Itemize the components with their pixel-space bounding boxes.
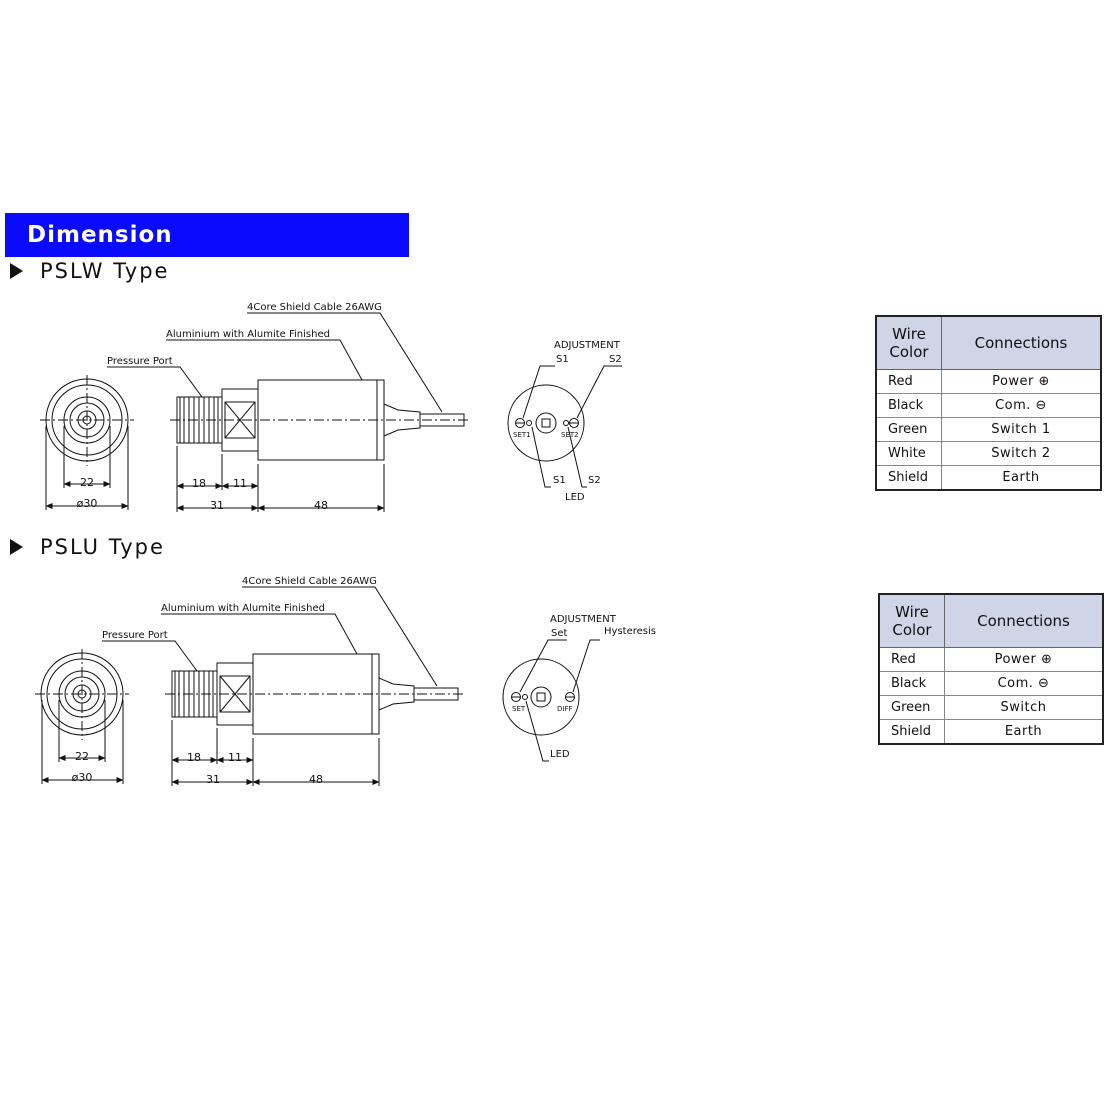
connection-cell: Earth (944, 719, 1104, 745)
bottom-s1: S1 (553, 475, 566, 486)
pslu-labels: 4Core Shield Cable 26AWG Aluminium with … (72, 576, 656, 786)
pslw-drawing (40, 312, 622, 512)
triangle-bullet-icon (10, 263, 23, 279)
dim-front: 31 (206, 773, 220, 786)
section-title-text: PSLW Type (40, 259, 170, 283)
set1-label: SET1 (513, 431, 531, 439)
wire-cell: Red (875, 369, 942, 394)
section-title-pslw: PSLW Type (10, 259, 169, 283)
header-banner: Dimension (5, 213, 409, 257)
adjust-s1: S1 (556, 354, 569, 365)
dim-thread: 18 (192, 477, 206, 490)
led-label: LED (565, 492, 585, 503)
dim-inner: 22 (80, 476, 94, 489)
pslw-side-view (107, 312, 470, 512)
dim-front: 31 (210, 499, 224, 512)
port-label: Pressure Port (107, 356, 173, 367)
bottom-s2: S2 (588, 475, 601, 486)
wire-cell: Green (878, 695, 945, 720)
connections-header: Connections (944, 593, 1104, 648)
section-title-text: PSLU Type (40, 535, 165, 559)
connection-cell: Power ⊕ (944, 647, 1104, 672)
dim-outer: ø30 (72, 771, 93, 784)
pslu-side-view (102, 586, 464, 786)
connection-cell: Com. ⊖ (941, 393, 1102, 418)
wire-cell: Shield (878, 719, 945, 745)
adjust-title: ADJUSTMENT (550, 614, 617, 625)
cable-label: 4Core Shield Cable 26AWG (242, 576, 377, 587)
wire-cell: Black (878, 671, 945, 696)
connection-cell: Switch 2 (941, 441, 1102, 466)
section-title-pslu: PSLU Type (10, 535, 165, 559)
pslu-drawing (35, 586, 600, 786)
set2-label: SET2 (561, 431, 579, 439)
dim-hex: 11 (233, 477, 247, 490)
set-label: Set (551, 628, 568, 639)
wire-cell: Green (875, 417, 942, 442)
cable-label: 4Core Shield Cable 26AWG (247, 302, 382, 313)
dim-body: 48 (314, 499, 328, 512)
connection-cell: Switch 1 (941, 417, 1102, 442)
port-label: Pressure Port (102, 630, 168, 641)
wire-cell: Shield (875, 465, 942, 491)
wire-cell: White (875, 441, 942, 466)
body-label: Aluminium with Alumite Finished (166, 329, 330, 340)
pslw-front-view (40, 375, 134, 510)
connection-cell: Power ⊕ (941, 369, 1102, 394)
dim-hex: 11 (228, 751, 242, 764)
led-label: LED (550, 749, 570, 760)
dim-outer: ø30 (77, 497, 98, 510)
connection-cell: Com. ⊖ (944, 671, 1104, 696)
adjust-s2: S2 (609, 354, 622, 365)
page-title: Dimension (27, 222, 173, 248)
dim-body: 48 (309, 773, 323, 786)
body-label: Aluminium with Alumite Finished (161, 603, 325, 614)
triangle-bullet-icon (10, 539, 23, 555)
connection-cell: Switch (944, 695, 1104, 720)
pslu-front-view (35, 649, 129, 784)
pslw-adjustment-view (507, 365, 622, 488)
adjust-title: ADJUSTMENT (554, 340, 621, 351)
hysteresis-label: Hysteresis (604, 626, 656, 637)
connection-cell: Earth (941, 465, 1102, 491)
wire-cell: Red (878, 647, 945, 672)
wire-cell: Black (875, 393, 942, 418)
dim-inner: 22 (75, 750, 89, 763)
connections-header: Connections (941, 315, 1102, 370)
pslw-labels: 4Core Shield Cable 26AWG Aluminium with … (77, 302, 622, 512)
diff-knob-label: DIFF (557, 705, 573, 713)
set-knob-label: SET (512, 705, 526, 713)
pslu-adjustment-view (502, 639, 600, 762)
dim-thread: 18 (187, 751, 201, 764)
